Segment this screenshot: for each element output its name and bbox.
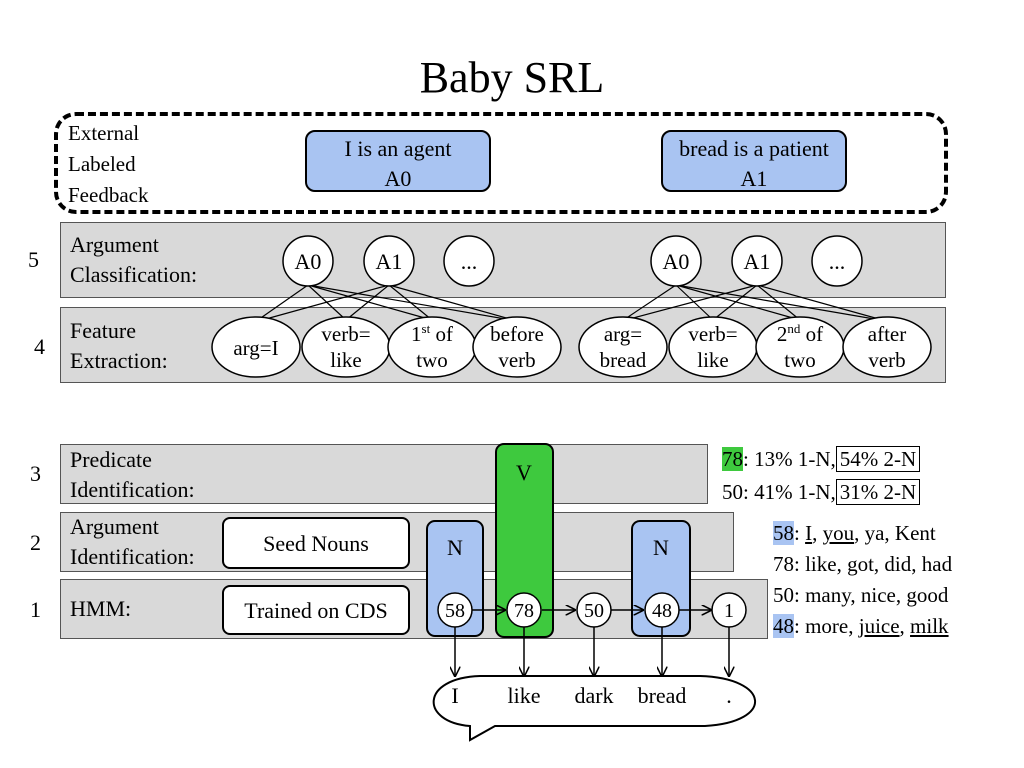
state-50-2n-box: 31% 2-N xyxy=(835,479,921,505)
predicate-identification-band xyxy=(60,444,708,504)
svg-text:...: ... xyxy=(829,249,846,274)
layer-number-4: 4 xyxy=(34,334,45,359)
argument-classification-label: Argument Classification: xyxy=(70,232,198,287)
word-i: I xyxy=(451,683,458,708)
left-feature-connections xyxy=(254,284,518,323)
svg-text:arg=I: arg=I xyxy=(233,336,278,360)
svg-text:two: two xyxy=(416,348,448,372)
layer-number-2: 2 xyxy=(30,530,41,555)
emission-arrows xyxy=(455,627,729,676)
svg-text:bread: bread xyxy=(600,348,647,372)
feature-arg-i: arg=I xyxy=(211,316,301,378)
svg-text:A0: A0 xyxy=(663,249,690,274)
agent-feedback-text: I is an agent xyxy=(344,136,452,161)
hmm-state-48: 48 xyxy=(644,592,680,628)
svg-text:A1: A1 xyxy=(744,249,771,274)
patient-feedback-text: bread is a patient xyxy=(679,136,829,161)
agent-feedback-box: I is an agent A0 xyxy=(305,130,491,192)
svg-text:verb=: verb= xyxy=(321,322,370,346)
arg-class-left-a1: A1 xyxy=(363,235,415,287)
predicate-identification-label: Predicate Identification: xyxy=(70,447,195,502)
feature-extraction-label: Feature Extraction: xyxy=(70,318,168,373)
feature-arg-bread: arg= bread xyxy=(578,316,668,378)
state-78-highlight: 78 xyxy=(722,447,743,471)
svg-text:48: 48 xyxy=(652,600,672,622)
hmm-state-50: 50 xyxy=(576,592,612,628)
right-feature-connections xyxy=(621,284,887,322)
arg-class-right-a1: A1 xyxy=(731,235,783,287)
state-78-words: 78: like, got, did, had xyxy=(773,552,953,576)
slide-title: Baby SRL xyxy=(419,53,605,102)
arg-class-right-a0: A0 xyxy=(650,235,702,287)
state-58-highlight: 58 xyxy=(773,521,794,545)
sentence-speech-bubble xyxy=(432,675,756,742)
external-feedback-label: External Labeled Feedback xyxy=(68,121,149,207)
word-bread: bread xyxy=(638,683,687,708)
arg-class-left-ellipsis: ... xyxy=(443,235,495,287)
word-dark: dark xyxy=(574,683,613,708)
svg-text:1: 1 xyxy=(724,600,734,622)
word-like: like xyxy=(508,683,541,708)
svg-text:V: V xyxy=(516,460,532,485)
svg-text:2nd of: 2nd of xyxy=(777,321,823,346)
svg-text:verb: verb xyxy=(498,348,535,372)
svg-text:58: 58 xyxy=(445,600,465,622)
svg-text:like: like xyxy=(697,348,729,372)
svg-text:N: N xyxy=(447,535,463,560)
svg-text:verb: verb xyxy=(868,348,905,372)
hmm-label: HMM: xyxy=(70,596,132,621)
patient-feedback-role: A1 xyxy=(740,166,768,191)
feature-after-verb: after verb xyxy=(842,316,932,378)
word-period: . xyxy=(726,683,732,708)
argument-classification-band xyxy=(60,222,946,298)
state-50-words: 50: many, nice, good xyxy=(773,583,949,607)
seed-nouns-box: Seed Nouns xyxy=(222,517,410,569)
hmm-state-58: 58 xyxy=(437,592,473,628)
svg-text:arg=: arg= xyxy=(604,322,642,346)
feature-verb-like-right: verb= like xyxy=(668,316,758,378)
svg-text:A0: A0 xyxy=(295,249,322,274)
layer-number-5: 5 xyxy=(28,247,39,272)
svg-text:78: 78 xyxy=(514,600,534,622)
arg-class-left-a0: A0 xyxy=(282,235,334,287)
argument-identification-label: Argument Identification: xyxy=(70,514,195,569)
patient-feedback-box: bread is a patient A1 xyxy=(661,130,847,192)
svg-text:1st of: 1st of xyxy=(411,321,453,346)
svg-text:before: before xyxy=(490,322,544,346)
hmm-state-1: 1 xyxy=(711,592,747,628)
state-48-words: 48: more, juice, milk xyxy=(773,614,949,638)
layer-number-1: 1 xyxy=(30,597,41,622)
svg-text:...: ... xyxy=(461,249,478,274)
state-78-2n-box: 54% 2-N xyxy=(835,446,921,472)
svg-text:like: like xyxy=(330,348,362,372)
trained-on-cds-box: Trained on CDS xyxy=(222,585,410,635)
svg-text:two: two xyxy=(784,348,816,372)
svg-text:verb=: verb= xyxy=(688,322,737,346)
feature-before-verb: before verb xyxy=(472,316,562,378)
predicate-stats-row-50: 50: 41% 1-N,31% 2-N xyxy=(722,479,921,505)
agent-feedback-role: A0 xyxy=(384,166,412,191)
feature-verb-like-left: verb= like xyxy=(301,316,391,378)
layer-number-3: 3 xyxy=(30,461,41,486)
svg-text:N: N xyxy=(653,535,669,560)
arg-class-right-ellipsis: ... xyxy=(811,235,863,287)
predicate-stats-row-78: 78: 13% 1-N,54% 2-N xyxy=(722,446,921,472)
feature-second-of-two: 2nd of two xyxy=(755,316,845,378)
state-58-words: 58: I, you, ya, Kent xyxy=(773,521,936,545)
svg-text:A1: A1 xyxy=(376,249,403,274)
hmm-state-78: 78 xyxy=(506,592,542,628)
external-feedback-box xyxy=(54,112,948,214)
svg-text:50: 50 xyxy=(584,600,604,622)
svg-text:after: after xyxy=(868,322,906,346)
feature-first-of-two: 1st of two xyxy=(387,316,477,378)
state-48-highlight: 48 xyxy=(773,614,794,638)
